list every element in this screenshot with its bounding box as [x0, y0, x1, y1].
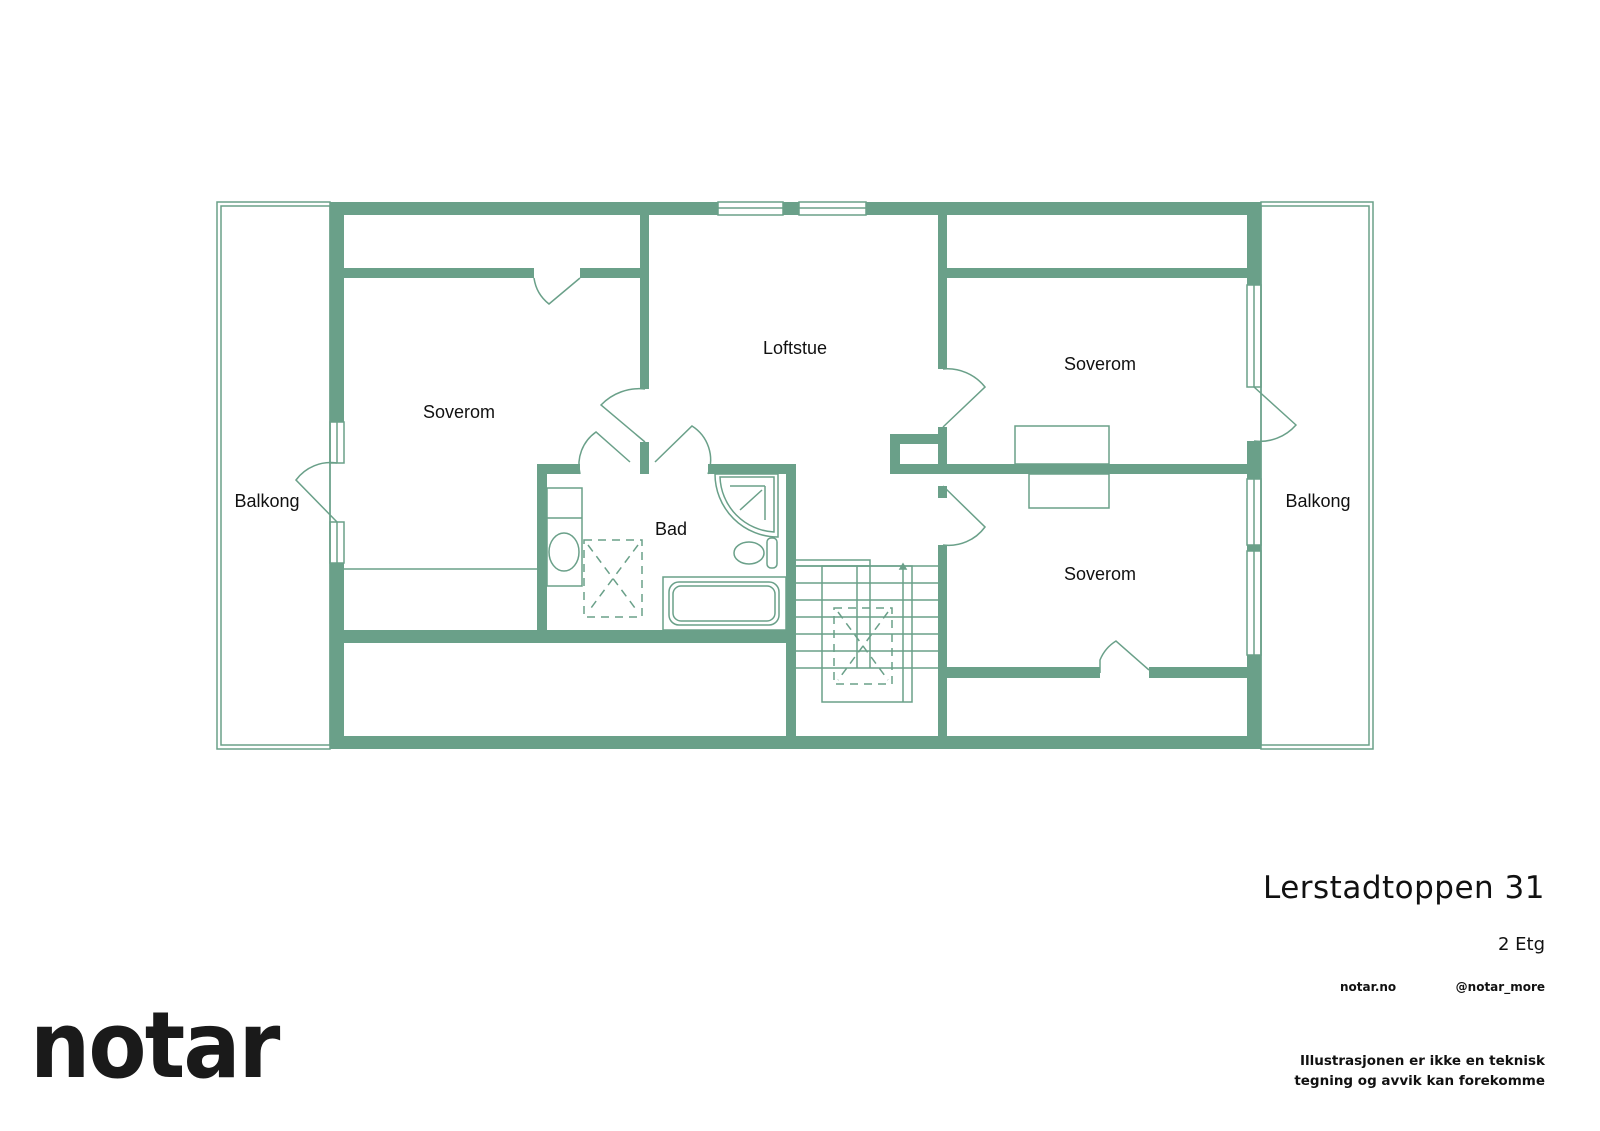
room-label-soverom-top-right: Soverom — [1064, 354, 1136, 374]
fixtures — [295, 201, 1298, 703]
floor-label: 2 Etg — [1497, 934, 1545, 955]
room-label-soverom-left: Soverom — [423, 402, 495, 422]
notar-logo: notar — [30, 992, 280, 1099]
door-right-balcony — [1253, 386, 1298, 443]
room-label-soverom-bottom-right: Soverom — [1064, 564, 1136, 584]
door-right-bedroom-bottom — [942, 485, 986, 547]
balcony-right-inner — [1260, 205, 1370, 746]
room-label-bad: Bad — [655, 519, 687, 539]
balcony-left-inner — [220, 205, 331, 746]
room-label-loftstue: Loftstue — [763, 338, 827, 358]
door-bath-left — [578, 431, 631, 475]
room-label-balkong-right: Balkong — [1285, 491, 1350, 511]
balcony-right-outline — [1260, 201, 1374, 750]
balcony-left-outline — [216, 201, 331, 750]
door-bath-right — [654, 425, 712, 475]
door-left-bedroom — [599, 387, 646, 443]
walls — [330, 202, 1261, 749]
website-link[interactable]: notar.no — [1340, 980, 1397, 994]
door-right-bedroom-top — [942, 368, 987, 428]
disclaimer-line-1: Illustrasjonen er ikke en teknisk — [1299, 1053, 1545, 1069]
disclaimer: Illustrasjonen er ikke en teknisk tegnin… — [1294, 1051, 1545, 1091]
door-left-balcony — [295, 461, 338, 523]
disclaimer-line-2: tegning og avvik kan forekomme — [1294, 1073, 1545, 1089]
door-left-closet — [533, 277, 581, 305]
address-title: Lerstadtoppen 31 — [1262, 870, 1545, 906]
room-label-balkong-left: Balkong — [234, 491, 299, 511]
door-right-closet — [1099, 640, 1150, 673]
social-handle[interactable]: @notar_more — [1455, 980, 1545, 994]
